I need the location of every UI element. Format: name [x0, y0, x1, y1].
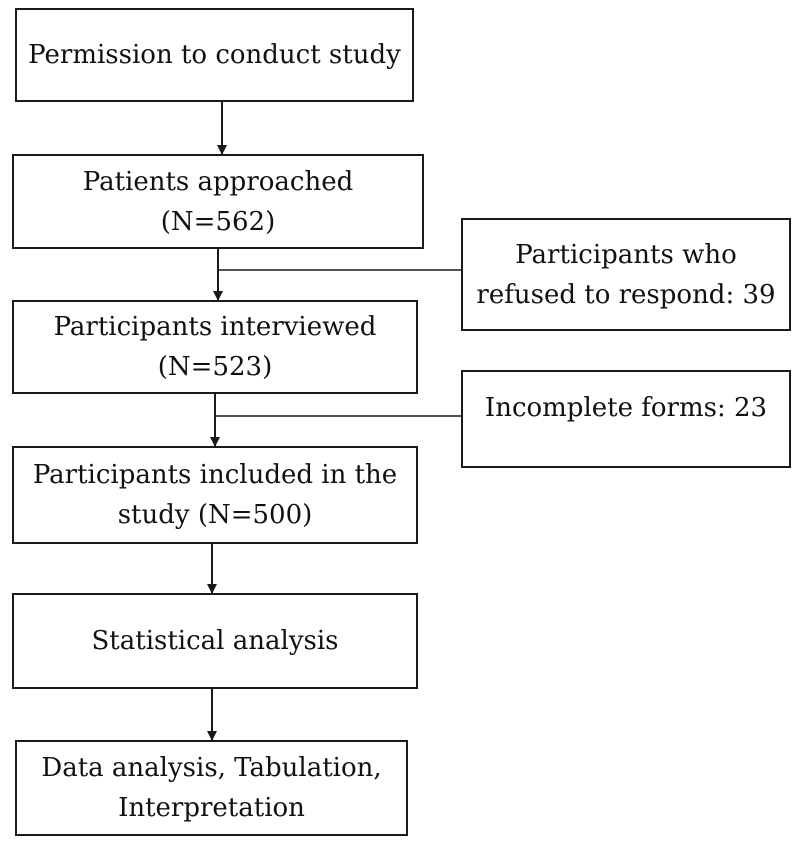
- step-data-analysis: Data analysis, Tabulation, Interpretatio…: [15, 740, 408, 836]
- step-participants-interviewed-label: Participants interviewed: [53, 312, 377, 342]
- exclusion-incomplete-label: Incomplete forms: 23: [484, 393, 768, 423]
- exclusion-refused: Participants who refused to respond: 39: [461, 218, 791, 331]
- step-permission-label: Permission to conduct study: [28, 40, 401, 70]
- step-participants-interviewed: Participants interviewed (N=523): [12, 300, 418, 394]
- step-patients-approached-label: Patients approached: [82, 166, 354, 197]
- step-patients-approached-count: (N=562): [160, 206, 276, 237]
- exclusion-refused-label: Participants who: [515, 239, 737, 270]
- step-statistical-analysis: Statistical analysis: [12, 593, 418, 689]
- step-data-analysis-label-2: Interpretation: [118, 793, 305, 823]
- step-data-analysis-label: Data analysis, Tabulation,: [41, 753, 382, 783]
- step-participants-included: Participants included in the study (N=50…: [12, 446, 418, 544]
- step-statistical-analysis-label: Statistical analysis: [91, 626, 339, 656]
- step-permission: Permission to conduct study: [15, 8, 414, 102]
- exclusion-refused-count: refused to respond: 39: [476, 279, 776, 310]
- exclusion-incomplete: Incomplete forms: 23: [461, 370, 791, 468]
- step-participants-interviewed-count: (N=523): [157, 352, 273, 382]
- step-participants-included-label: Participants included in the: [32, 460, 398, 490]
- step-participants-included-count: study (N=500): [117, 500, 313, 530]
- step-patients-approached: Patients approached (N=562): [12, 154, 424, 249]
